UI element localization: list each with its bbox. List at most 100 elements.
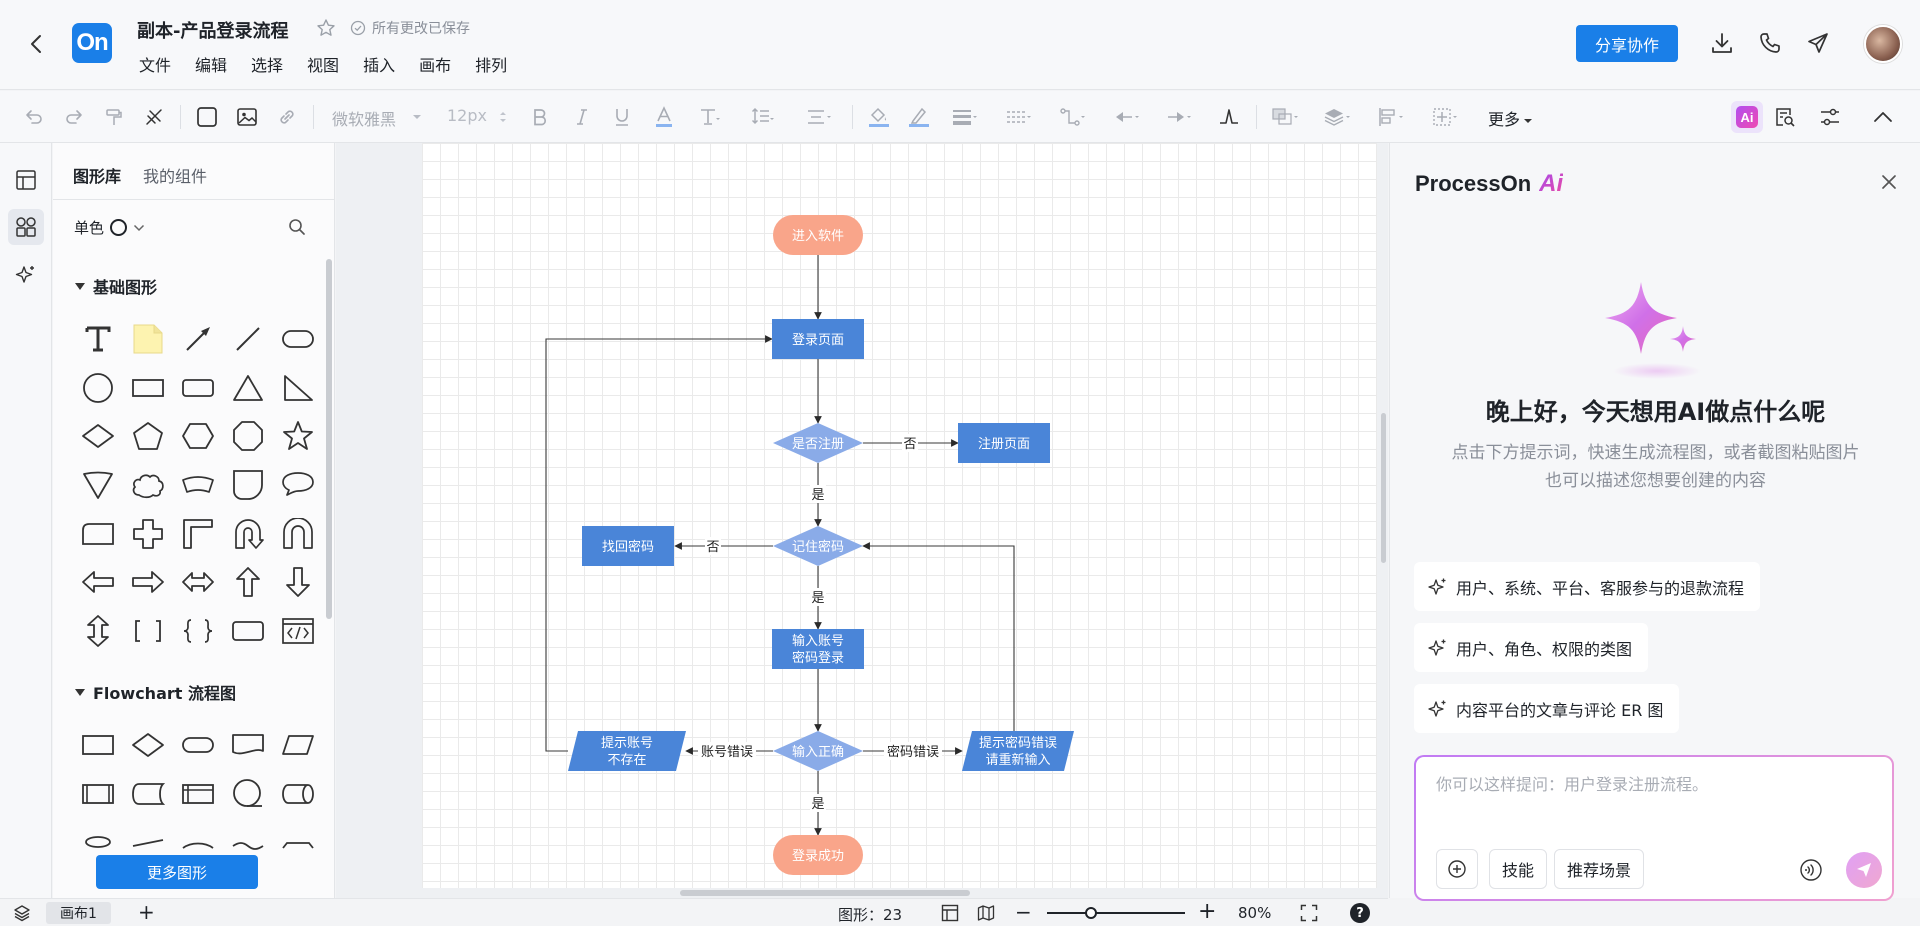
punched-tape-shape[interactable] [223,818,273,867]
speech-bubble-shape[interactable] [273,461,323,510]
format-painter-icon[interactable] [100,103,128,131]
menu-select[interactable]: 选择 [251,56,284,75]
down-arrow-shape[interactable] [273,558,323,607]
recommended-scenes-button[interactable]: 推荐场景 [1554,849,1645,889]
arch-shape[interactable] [273,509,323,558]
ai-magic-icon[interactable] [8,257,44,293]
clear-format-icon[interactable] [140,103,168,131]
terminator-shape[interactable] [173,721,223,770]
predefined-process-shape[interactable] [73,770,123,819]
image-tool-icon[interactable] [233,103,261,131]
menu-view[interactable]: 视图 [307,56,340,75]
add-page-button[interactable]: + [138,900,155,924]
section-flowchart[interactable]: Flowchart 流程图 [75,680,236,704]
manual-input-shape[interactable] [123,818,173,867]
data-io-shape[interactable] [273,721,323,770]
menu-edit[interactable]: 编辑 [195,56,228,75]
inverted-triangle-shape[interactable] [73,461,123,510]
template-layout-icon[interactable] [8,162,44,198]
decision-shape[interactable] [123,721,173,770]
color-mode-select[interactable]: 单色 [74,217,145,238]
close-icon[interactable] [1878,171,1902,195]
zoom-slider-handle[interactable] [1085,907,1098,919]
rounded-square-shape[interactable] [223,461,273,510]
send-plane-icon[interactable] [1805,30,1831,56]
ai-toggle-button[interactable]: Ai [1731,101,1763,133]
font-family-select[interactable]: 微软雅黑 [332,110,397,129]
octagon-shape[interactable] [223,412,273,461]
skills-button[interactable]: 技能 [1489,849,1548,889]
database-shape[interactable] [73,818,123,867]
line-shape[interactable] [223,315,273,364]
settings-sliders-icon[interactable] [1815,103,1845,131]
star-icon[interactable] [316,18,336,38]
diamond-shape[interactable] [73,412,123,461]
node-account-error[interactable] [568,731,686,771]
menu-insert[interactable]: 插入 [363,56,396,75]
undo-icon[interactable] [20,103,48,131]
zoom-in-button[interactable]: + [1198,899,1217,924]
node-find-password[interactable] [582,526,674,566]
sticky-note-shape[interactable] [123,315,173,364]
canvas-horizontal-scrollbar[interactable] [680,890,970,896]
line-style-icon[interactable] [1002,103,1036,131]
cross-shape[interactable] [123,509,173,558]
chevron-down-icon[interactable] [410,103,424,131]
canvas-area[interactable]: 否 是 否 是 账号错误 密码错误 是 进入软件 登录页面 是否注册 注册页面 [336,143,1388,898]
line-spacing-icon[interactable] [746,103,780,131]
bracket-shape[interactable] [123,607,173,656]
star-shape[interactable] [273,412,323,461]
share-button[interactable]: 分享协作 [1576,25,1678,62]
rectangle-shape[interactable] [123,364,173,413]
document-title[interactable]: 副本-产品登录流程 [137,21,289,42]
corner-shape[interactable] [173,509,223,558]
redo-icon[interactable] [60,103,88,131]
layout-panel-icon[interactable] [941,904,959,922]
node-login-success[interactable] [773,835,863,875]
vertical-double-arrow-shape[interactable] [73,607,123,656]
tab-my-components[interactable]: 我的组件 [143,167,208,186]
right-arrow-shape[interactable] [123,558,173,607]
font-color-icon[interactable] [652,103,676,131]
tab-shape-library[interactable]: 图形库 [73,167,122,186]
zoom-out-button[interactable]: − [1015,900,1032,924]
collapse-toolbar-icon[interactable] [1868,103,1898,131]
more-button[interactable]: 更多 [1488,106,1533,130]
internal-storage-shape[interactable] [173,770,223,819]
text-shape[interactable] [73,315,123,364]
underline-icon[interactable] [610,103,634,131]
sequential-data-shape[interactable] [223,770,273,819]
up-arrow-shape[interactable] [223,558,273,607]
canvas-vertical-scrollbar[interactable] [1381,413,1386,563]
menu-canvas[interactable]: 画布 [419,56,452,75]
flowchart-diagram[interactable]: 否 是 否 是 账号错误 密码错误 是 进入软件 登录页面 是否注册 注册页面 [336,143,1388,898]
waypoint-icon[interactable] [1216,103,1242,131]
suggestion-refund-flow[interactable]: 用户、系统、平台、客服参与的退款流程 [1414,562,1761,611]
font-size-select[interactable]: 12px [447,106,487,125]
document-shape[interactable] [223,721,273,770]
hexagon-shape[interactable] [173,412,223,461]
map-icon[interactable] [977,904,995,922]
text-align-icon[interactable] [800,103,838,131]
circle-shape[interactable] [73,364,123,413]
round-corner-rectangle-shape[interactable] [173,364,223,413]
help-button[interactable]: ? [1350,903,1370,923]
connector-type-icon[interactable] [1056,103,1090,131]
left-arrow-shape[interactable] [73,558,123,607]
avatar[interactable] [1864,25,1902,63]
tab-shape[interactable] [73,509,123,558]
double-arrow-shape[interactable] [173,558,223,607]
loop-limit-shape[interactable] [273,818,323,867]
search-document-icon[interactable] [1770,103,1800,131]
arrow-end-icon[interactable] [1162,103,1196,131]
node-register-page[interactable] [958,423,1050,463]
code-block-shape[interactable] [273,607,323,656]
page-tab[interactable]: 画布1 [46,902,111,924]
ai-prompt-input[interactable] [1436,775,1876,794]
link-icon[interactable] [273,103,301,131]
combine-icon[interactable] [1268,103,1304,131]
menu-arrange[interactable]: 排列 [475,56,508,75]
suggestion-er-diagram[interactable]: 内容平台的文章与评论 ER 图 [1414,684,1680,733]
download-icon[interactable] [1709,30,1735,56]
edge-accterr-login[interactable] [545,335,773,752]
